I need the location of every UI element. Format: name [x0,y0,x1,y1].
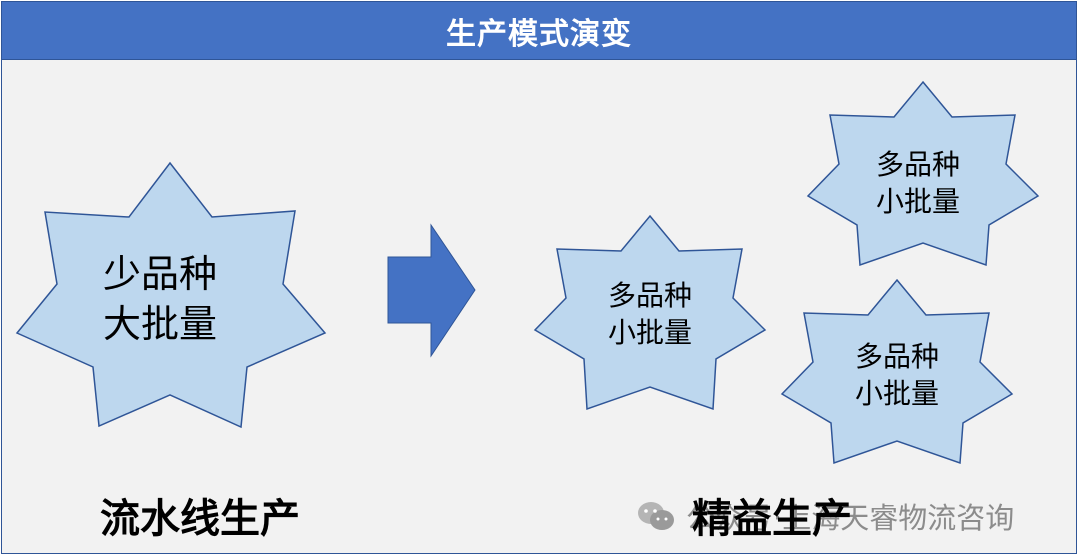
right-star-3-line1: 多品种 [855,340,939,373]
title-bar: 生产模式演变 [2,2,1076,60]
right-star-2-line1: 多品种 [876,148,960,181]
watermark-text: 公众号·上海天睿物流咨询 [686,501,1015,535]
right-star-3-line2: 小批量 [855,377,939,410]
left-star [15,161,327,429]
right-star-2 [806,80,1040,267]
right-star-1-line1: 多品种 [608,279,692,312]
right-star-1 [533,214,767,411]
right-star-1-line2: 小批量 [608,316,692,349]
left-caption: 流水线生产 [100,496,300,542]
wechat-icon [638,502,674,530]
transition-arrow [387,223,476,358]
watermark: 公众号·上海天睿物流咨询 [636,495,1014,537]
right-caption: 精益生产 [692,496,852,542]
left-star-line2: 大批量 [103,302,217,346]
left-star-line1: 少品种 [103,252,217,296]
right-star-3 [780,278,1014,465]
right-star-2-line2: 小批量 [876,185,960,218]
diagram-title: 生产模式演变 [446,16,632,52]
